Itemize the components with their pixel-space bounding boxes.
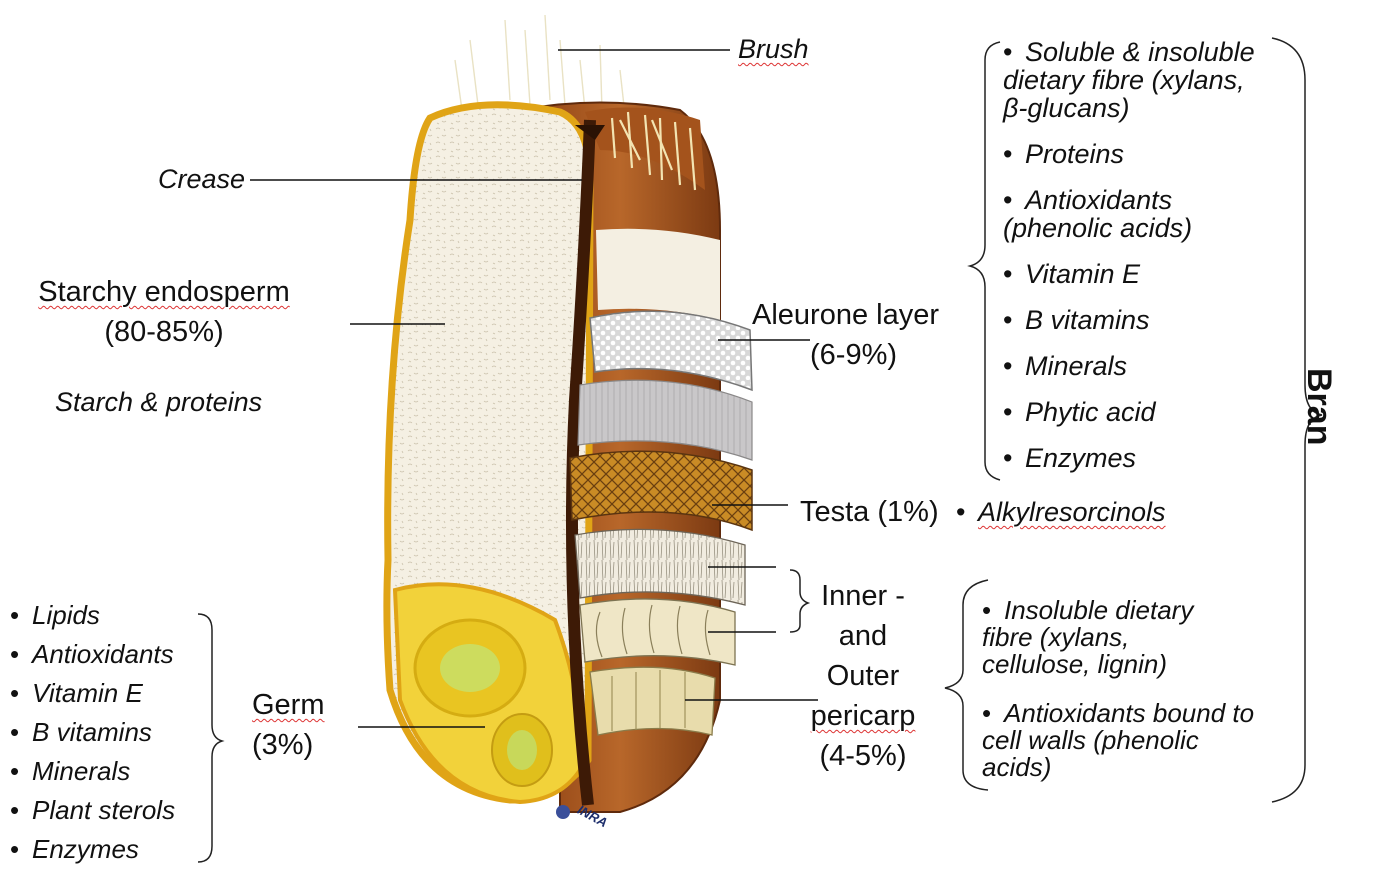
germ-components-list: Lipids Antioxidants Vitamin E B vitamins… <box>10 596 200 869</box>
list-item: Enzymes <box>10 830 200 869</box>
list-item: B vitamins <box>1003 306 1278 334</box>
bran-label: Bran <box>1299 368 1339 445</box>
aleurone-percent: (6-9%) <box>810 336 897 374</box>
list-item: Lipids <box>10 596 200 635</box>
pericarp-components-list: Insoluble dietary fibre (xylans, cellulo… <box>982 597 1272 803</box>
germ-list-brace <box>198 614 222 862</box>
testa-label: Testa (1%) <box>800 493 939 531</box>
pericarp-line-1: Inner - <box>798 576 928 616</box>
list-item: Soluble & insoluble dietary fibre (xylan… <box>1003 38 1263 122</box>
outer-pericarp-shape <box>590 667 715 735</box>
endosperm-title: Starchy endosperm <box>10 273 318 311</box>
list-item: Minerals <box>10 752 200 791</box>
list-item: Plant sterols <box>10 791 200 830</box>
list-item: B vitamins <box>10 713 200 752</box>
endosperm-subtitle: Starch & proteins <box>55 383 262 421</box>
list-item: Enzymes <box>1003 444 1278 472</box>
germ-percent: (3%) <box>252 726 313 764</box>
testa-bullet: • <box>956 493 965 531</box>
list-item: Antioxidants (phenolic acids) <box>1003 186 1233 242</box>
list-item: Minerals <box>1003 352 1278 380</box>
brush-hairs <box>455 15 625 115</box>
brush-label: Brush <box>738 30 809 68</box>
testa-item: Alkylresorcinols <box>978 493 1166 531</box>
endosperm-percent: (80-85%) <box>10 313 318 351</box>
list-item: Antioxidants <box>10 635 200 674</box>
inra-logo-icon <box>556 805 570 819</box>
pericarp-line-2: and <box>798 616 928 656</box>
germ-title: Germ <box>252 686 325 724</box>
pericarp-line-3: Outer <box>798 656 928 696</box>
list-item: Vitamin E <box>10 674 200 713</box>
pericarp-line-4: pericarp <box>798 696 928 736</box>
crease-label: Crease <box>158 160 245 198</box>
pericarp-line-5: (4-5%) <box>798 736 928 776</box>
pericarp-label: Inner - and Outer pericarp (4-5%) <box>798 576 928 776</box>
list-item: Phytic acid <box>1003 398 1278 426</box>
list-item: Proteins <box>1003 140 1278 168</box>
bran-components-list: Soluble & insoluble dietary fibre (xylan… <box>1003 38 1278 490</box>
bran-list-brace <box>970 42 1000 480</box>
list-item: Antioxidants bound to cell walls (phenol… <box>982 700 1262 781</box>
aleurone-title: Aleurone layer <box>752 296 939 334</box>
list-item: Vitamin E <box>1003 260 1278 288</box>
list-item: Insoluble dietary fibre (xylans, cellulo… <box>982 597 1232 678</box>
